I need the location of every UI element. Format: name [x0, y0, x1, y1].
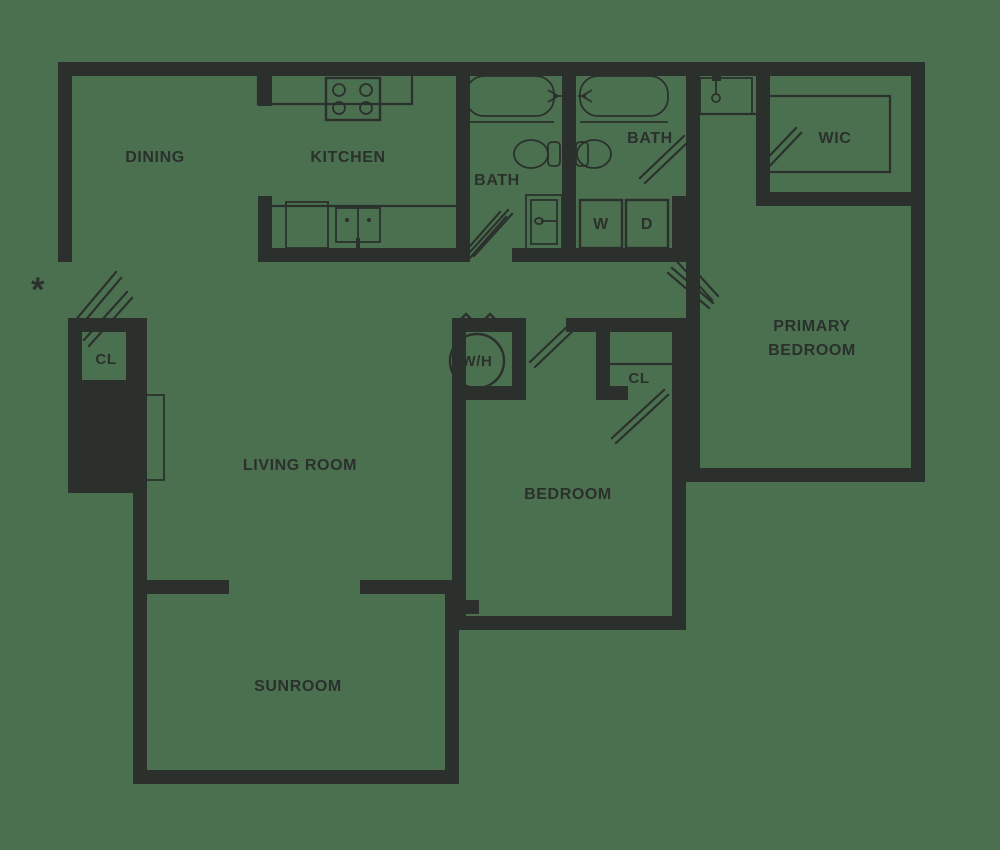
label-closet-bedroom: CL	[628, 370, 649, 387]
label-sunroom: SUNROOM	[254, 678, 342, 695]
wall-exterior-west-dining	[58, 62, 72, 262]
wall-bath-hall-south	[512, 248, 576, 262]
wall-primary-bedroom-west	[686, 324, 700, 482]
wall-closet-north-left	[68, 318, 130, 332]
label-primary-bedroom-line2: BEDROOM	[768, 342, 856, 359]
label-washer: W	[593, 216, 609, 233]
label-bedroom: BEDROOM	[524, 486, 612, 503]
wall-closet-south	[68, 384, 140, 398]
vanity-hall	[525, 194, 563, 250]
wall-dining-kitchen-upper	[258, 70, 272, 106]
dishwasher	[285, 201, 329, 249]
fixtures-group	[82, 75, 892, 481]
kitchen-lower-counter	[258, 204, 470, 248]
window-bedroom-south	[452, 616, 686, 630]
wall-wh-nook-south	[452, 386, 526, 400]
range-stove	[324, 76, 382, 122]
wall-living-sunroom-west	[133, 318, 147, 784]
living-closet-shelf	[82, 318, 96, 332]
asterisk-note-marker: *	[31, 271, 45, 309]
label-water-heater: W/H	[462, 353, 493, 370]
label-primary-bedroom-line1: PRIMARY	[773, 318, 850, 335]
wall-laundry-south	[562, 248, 686, 262]
label-living-room: LIVING ROOM	[243, 457, 357, 474]
wall-kitchen-south	[258, 248, 470, 262]
wall-wic-south	[756, 192, 925, 206]
door-bath-primary[interactable]	[638, 134, 691, 185]
wall-bath-primary-east	[686, 62, 700, 196]
label-dryer: D	[641, 216, 653, 233]
window-sunroom-south	[133, 770, 459, 784]
label-kitchen: KITCHEN	[310, 149, 385, 166]
room-labels-group: DINING KITCHEN BATH BATH WIC PRIMARY BED…	[95, 130, 855, 695]
door-bedroom-hall[interactable]	[528, 318, 581, 369]
wall-bedroom-closet-west	[596, 318, 610, 400]
door-primary-bedroom[interactable]	[666, 266, 715, 310]
appliance-labels-group: W D W/H	[462, 216, 653, 370]
window-sunroom-east	[445, 580, 459, 784]
wall-exterior-north	[58, 62, 925, 76]
wall-wic-west	[756, 76, 770, 206]
kitchen-sink	[335, 207, 381, 248]
wall-wh-nook-north	[452, 318, 526, 332]
label-dining: DINING	[125, 149, 185, 166]
label-closet-living: CL	[95, 351, 116, 368]
asterisk-symbol: *	[31, 271, 45, 309]
windows-group	[133, 468, 925, 784]
wall-exterior-east	[911, 62, 925, 482]
door-kitchen-hall[interactable]	[461, 210, 508, 261]
doors-group	[72, 126, 803, 445]
washer-dryer	[578, 198, 670, 250]
wall-bath-divider	[562, 62, 576, 262]
wic-shelf	[756, 94, 892, 174]
wall-sunroom-divider-east	[360, 580, 458, 594]
bathtub-hall	[465, 75, 562, 123]
label-wic: WIC	[819, 130, 852, 147]
bathtub-primary	[578, 75, 669, 123]
window-primary-bedroom-south	[686, 468, 925, 482]
wall-bedroom-closet-south	[596, 386, 628, 400]
toilet-hall	[513, 139, 561, 169]
wall-sunroom-divider-west	[133, 580, 229, 594]
door-bedroom-closet[interactable]	[610, 388, 670, 445]
wall-laundry-east	[672, 196, 686, 262]
wall-nub-sunroom-living	[459, 600, 479, 614]
water-heater-circle	[448, 312, 506, 390]
door-bath-hall[interactable]	[468, 208, 514, 258]
door-laundry[interactable]	[670, 250, 720, 302]
wall-wh-nook-east	[512, 318, 526, 400]
label-bath-hall: BATH	[474, 172, 520, 189]
vanity-primary	[699, 76, 756, 116]
wall-kitchen-bath	[456, 62, 470, 262]
wall-bedroom-east	[672, 324, 686, 630]
door-wic[interactable]	[756, 126, 803, 175]
toilet-primary	[575, 139, 612, 169]
fireplace	[127, 394, 165, 481]
label-bath-primary: BATH	[627, 130, 673, 147]
